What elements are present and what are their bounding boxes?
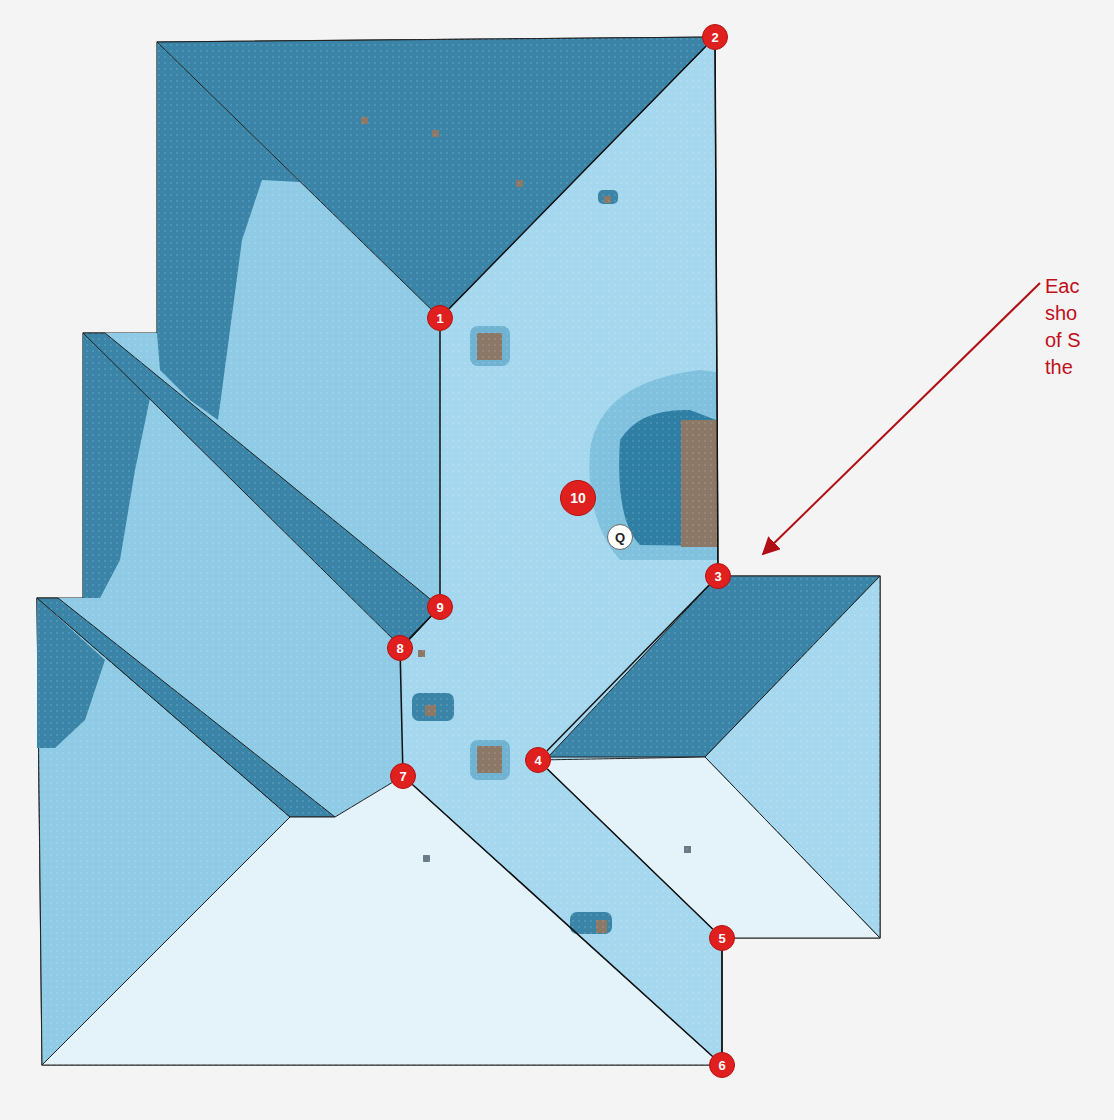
roof-line bbox=[439, 331, 441, 594]
callout-number: 9 bbox=[427, 594, 453, 620]
callout-text: 5 bbox=[718, 932, 725, 945]
callout-number: 8 bbox=[387, 635, 413, 661]
roof-outline bbox=[37, 37, 880, 1065]
roof-line bbox=[547, 769, 712, 929]
callout-number: 3 bbox=[705, 563, 731, 589]
callout-text: 9 bbox=[436, 601, 443, 614]
callout-text: 10 bbox=[570, 491, 586, 505]
callout-text: 6 bbox=[718, 1059, 725, 1072]
callout-number: 10 bbox=[560, 480, 596, 516]
roof-line bbox=[413, 785, 713, 1057]
roof-line bbox=[449, 46, 706, 308]
callout-number: 6 bbox=[709, 1052, 735, 1078]
callout-text: 1 bbox=[436, 312, 443, 325]
callout-text: 7 bbox=[399, 770, 406, 783]
callout-number: 2 bbox=[702, 24, 728, 50]
roof-line bbox=[547, 585, 709, 750]
callout-note: Eac sho of S the bbox=[1045, 273, 1091, 381]
callout-text: 3 bbox=[714, 570, 721, 583]
roof-line bbox=[721, 951, 723, 1052]
callout-number: 4 bbox=[525, 747, 551, 773]
callout-text: 8 bbox=[396, 642, 403, 655]
callout-number: 5 bbox=[709, 925, 735, 951]
callout-number: 7 bbox=[390, 763, 416, 789]
roof-line bbox=[400, 661, 402, 763]
roof-line bbox=[409, 616, 431, 638]
callout-text: 4 bbox=[534, 754, 541, 767]
leader-arrow bbox=[763, 283, 1040, 554]
callout-number: 1 bbox=[427, 305, 453, 331]
roof-texture bbox=[37, 37, 880, 1065]
callout-letter: Q bbox=[607, 524, 633, 550]
roof-line bbox=[715, 50, 718, 563]
callout-text: 2 bbox=[711, 31, 718, 44]
callout-text: Q bbox=[615, 531, 625, 544]
